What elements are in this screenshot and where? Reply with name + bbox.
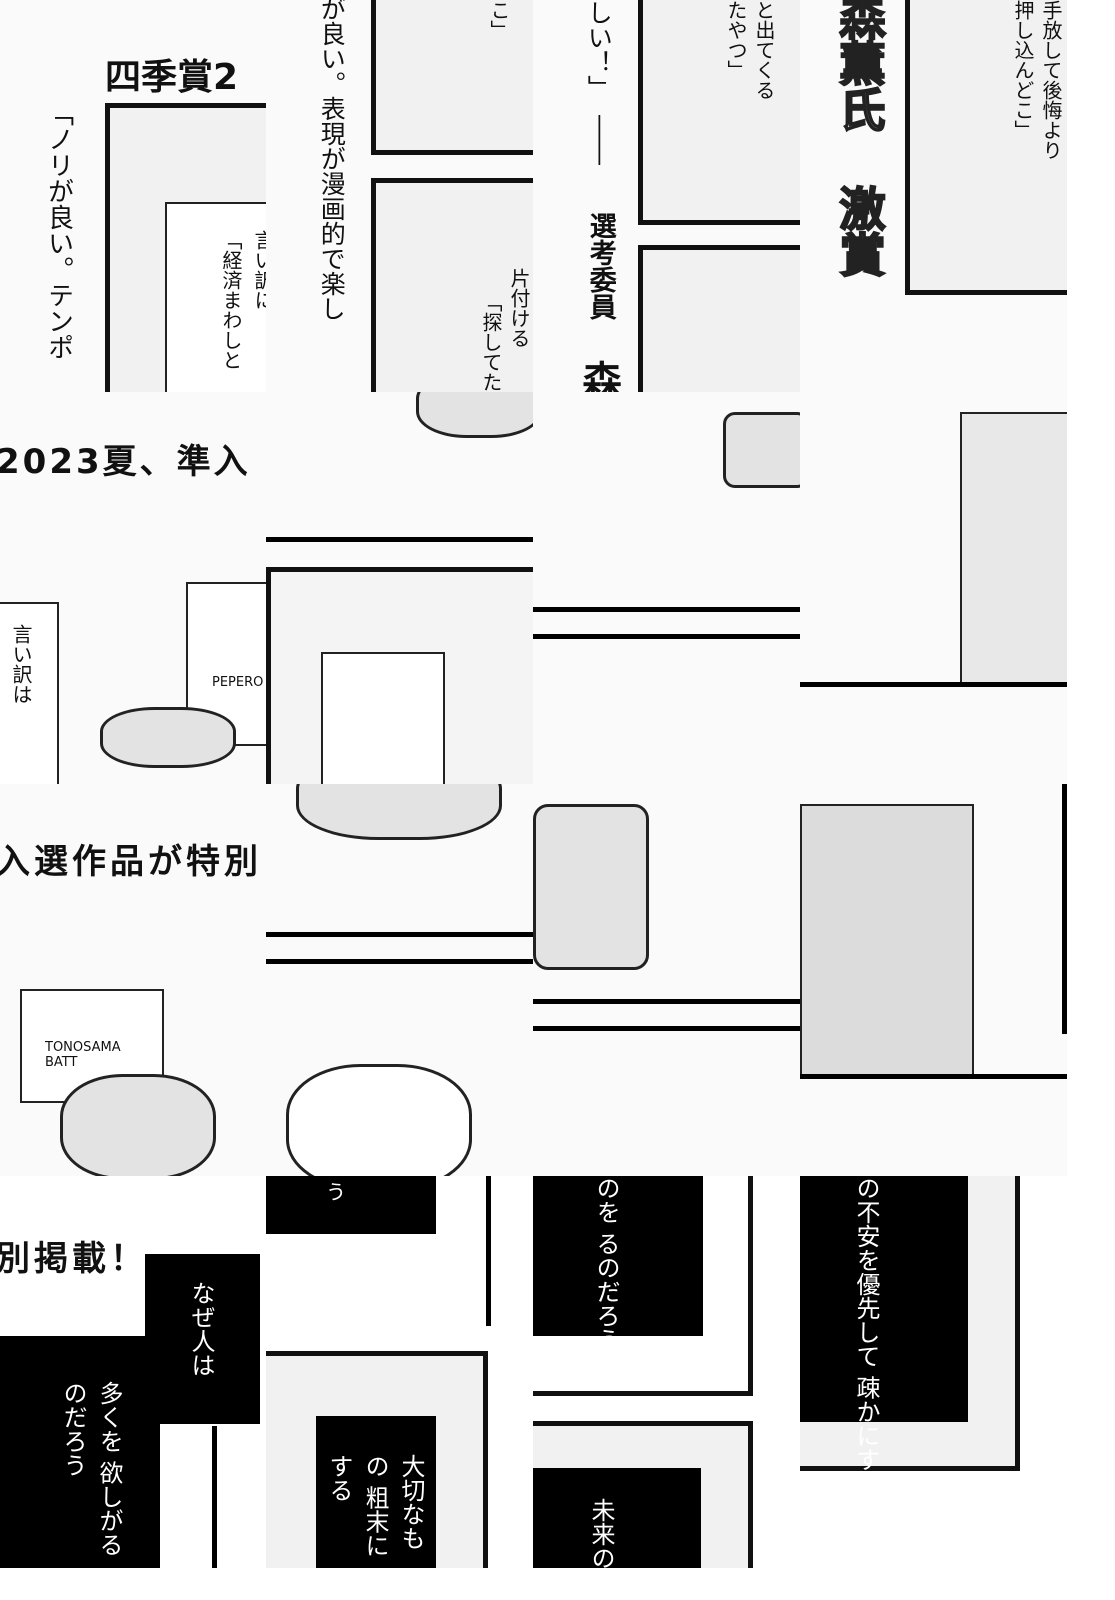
sneakers-drawing	[100, 707, 236, 768]
bag-label: PEPERO	[212, 675, 264, 690]
review-quote: しい！」	[584, 0, 614, 100]
comic-panel	[638, 0, 800, 225]
manga-tile-r0c0: 四季賞2 「ノリが良い。テンポ 言い訳に 「経済まわしと	[0, 0, 267, 392]
speech-text: 「経済まわしと	[219, 230, 243, 370]
caption-box	[800, 1176, 968, 1422]
panel-border	[486, 1176, 491, 1326]
speech-text: たやつ」	[724, 0, 748, 80]
manga-tile-r1c0: が良い。表現が漫画的で楽し こ」 片付ける 「探してた	[266, 0, 533, 392]
review-quote: が良い。表現が漫画的で楽し	[317, 0, 347, 321]
speech-text: 言い訳に	[251, 230, 267, 310]
note-paper	[165, 202, 267, 392]
speech-text: こ」	[487, 0, 511, 40]
note-paper	[0, 602, 59, 784]
comic-panel	[371, 178, 533, 392]
manga-tile-r3c2	[800, 784, 1067, 1176]
clothes-pile-drawing	[60, 1074, 216, 1176]
manga-tile-r2c3: のを るのだろう 未来の 今を疎	[533, 1176, 800, 1568]
manga-tile-r0c3: 別掲載！ なぜ人は 多くを 欲しがるのだろう	[0, 1176, 267, 1568]
speech-text: と出てくる	[752, 0, 776, 100]
drawer-cabinet-drawing	[800, 804, 974, 1078]
bag-label: TONOSAMA BATT	[45, 1040, 121, 1070]
caption-text: 多くを 欲しがるのだろう	[59, 1381, 123, 1557]
panel-border	[800, 1074, 1067, 1079]
comic-panel	[533, 1176, 753, 1396]
manga-tile-r2c0: しい！」 ―― 選考委員 森 と出てくる たやつ」	[533, 0, 800, 392]
panel-border	[533, 634, 800, 639]
dash: ――	[586, 115, 616, 165]
caption-box	[0, 1336, 160, 1568]
headline-name: 森薫氏	[832, 0, 888, 133]
speech-text: 手放して後悔より	[1039, 0, 1063, 160]
caption-box	[316, 1416, 436, 1568]
manga-tile-r2c2	[533, 784, 800, 1176]
speech-text: 言い訳は	[9, 624, 33, 704]
comic-panel	[638, 245, 800, 392]
caption-text: う	[326, 1180, 346, 1204]
manga-tile-r1c1	[266, 392, 533, 784]
speech-text: 片付ける	[507, 268, 531, 348]
manga-tile-r3c1	[800, 392, 1067, 784]
judge-name-part: 森	[575, 360, 621, 392]
caption-text: なぜ人は	[187, 1281, 215, 1377]
caption-text: のを るのだろう	[592, 1176, 620, 1352]
judge-credit: 選考委員	[584, 212, 616, 320]
caption-box	[145, 1254, 260, 1424]
comic-panel	[905, 0, 1067, 295]
manga-tile-r3c0: 森薫氏 激賞 手放して後悔より 押し込んどこ」	[800, 0, 1067, 392]
manga-tile-r0c1: 2023夏、準入 言い訳は PEPERO	[0, 392, 267, 784]
panel-border	[266, 537, 533, 542]
speech-text: 押し込んどこ」	[1011, 0, 1035, 140]
comic-panel	[371, 0, 533, 155]
speech-text: 「探してた	[479, 292, 503, 392]
panel-border	[533, 999, 800, 1004]
issue-heading: 入選作品が特別	[0, 842, 262, 882]
stamp-case-drawing	[723, 412, 800, 488]
manga-tile-r1c2	[266, 784, 533, 1176]
stamp-case-drawing	[533, 804, 649, 970]
shoes-drawing	[416, 392, 533, 438]
drawer-cabinet-drawing	[960, 412, 1067, 686]
caption-box	[533, 1176, 703, 1336]
manga-tile-r1c3: う 大切なもの 粗末にする	[266, 1176, 533, 1568]
issue-heading: 別掲載！	[0, 1239, 148, 1279]
caption-box	[533, 1468, 701, 1568]
headline-praise: 激賞	[832, 184, 888, 278]
caption-box	[266, 1176, 436, 1234]
panel-border	[266, 959, 533, 964]
note-paper	[321, 652, 445, 784]
panel-border	[533, 607, 800, 612]
panel-border	[266, 932, 533, 937]
panel-border	[212, 1426, 217, 1568]
review-quote: 「ノリが良い。テンポ	[43, 100, 74, 360]
contest-heading: 四季賞2	[105, 57, 239, 98]
manga-tile-r2c1	[533, 392, 800, 784]
panel-border	[800, 682, 1067, 687]
panel-border	[1062, 784, 1067, 1034]
caption-text: の不安を優先して 疎かにするのだろう	[852, 1176, 880, 1568]
caption-text: 大切なもの 粗末にする	[325, 1454, 425, 1558]
panel-border	[533, 1026, 800, 1031]
clothes-drawing	[296, 784, 502, 840]
manga-tile-r3c3: の不安を優先して 疎かにするのだろう	[800, 1176, 1067, 1568]
manga-tile-r0c2: 入選作品が特別 TONOSAMA BATT	[0, 784, 267, 1176]
caption-text: 未来の 今を疎	[583, 1498, 619, 1568]
issue-heading: 2023夏、準入	[0, 442, 251, 482]
hand-drawing	[286, 1064, 472, 1176]
